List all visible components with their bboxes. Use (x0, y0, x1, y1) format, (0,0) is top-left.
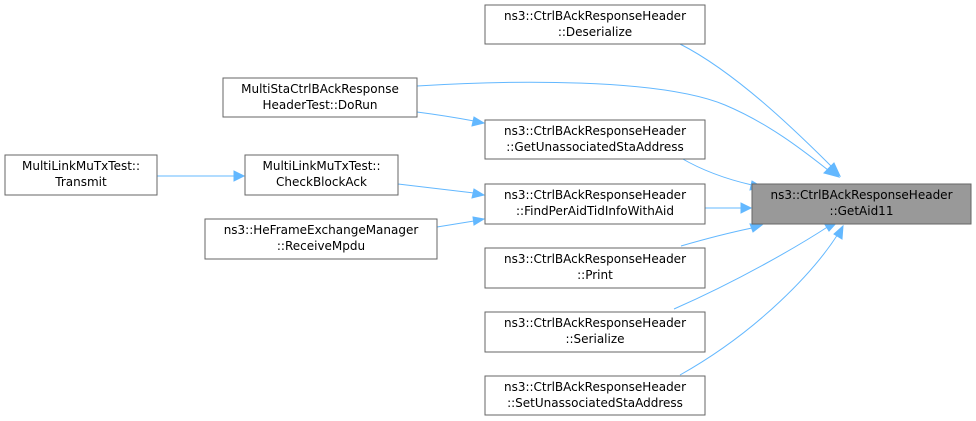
node-label-line-2: ::GetAid11 (830, 204, 894, 218)
node-label-line-1: ns3::CtrlBAckResponseHeader (504, 380, 686, 394)
node-label-line-2: Transmit (54, 175, 107, 189)
nodes: ns3::CtrlBAckResponseHeader ::GetAid11 n… (4, 4, 972, 416)
edge-transmit-to-check-block-ack (157, 170, 246, 182)
node-label-line-2: CheckBlockAck (276, 175, 367, 189)
edges (157, 43, 844, 376)
node-label-line-1: MultiStaCtrlBAckResponse (241, 82, 399, 96)
node-label-line-1: ns3::CtrlBAckResponseHeader (504, 252, 686, 266)
node-label-line-1: MultiLinkMuTxTest:: (22, 159, 140, 173)
node-label-line-2: HeaderTest::DoRun (262, 98, 377, 112)
node-label-line-2: ::SetUnassociatedStaAddress (507, 396, 683, 410)
edge-print-to-get-aid11 (680, 223, 764, 247)
node-label-line-1: ns3::CtrlBAckResponseHeader (504, 188, 686, 202)
edge-check-block-ack-to-find-per-aid-tid-info-with-aid (397, 183, 486, 199)
node-serialize[interactable]: ns3::CtrlBAckResponseHeader ::Serialize (484, 311, 706, 353)
node-print[interactable]: ns3::CtrlBAckResponseHeader ::Print (484, 247, 706, 289)
node-get-aid11[interactable]: ns3::CtrlBAckResponseHeader ::GetAid11 (751, 183, 972, 225)
edge-find-per-aid-tid-info-with-aid-to-get-aid11 (705, 202, 753, 214)
edge-receive-mpdu-to-find-per-aid-tid-info-with-aid (436, 216, 486, 228)
node-label-line-1: ns3::HeFrameExchangeManager (224, 223, 419, 237)
node-label-line-2: ::Print (577, 268, 613, 282)
node-transmit[interactable]: MultiLinkMuTxTest:: Transmit (4, 154, 158, 196)
node-deserialize[interactable]: ns3::CtrlBAckResponseHeader ::Deserializ… (484, 4, 706, 45)
node-label-line-1: ns3::CtrlBAckResponseHeader (770, 188, 952, 202)
node-label-line-2: ::ReceiveMpdu (277, 239, 365, 253)
node-multi-sta-do-run[interactable]: MultiStaCtrlBAckResponse HeaderTest::DoR… (222, 77, 418, 118)
node-label-line-1: MultiLinkMuTxTest:: (262, 159, 380, 173)
node-receive-mpdu[interactable]: ns3::HeFrameExchangeManager ::ReceiveMpd… (204, 218, 438, 260)
node-label-line-2: ::Deserialize (558, 25, 632, 39)
node-find-per-aid-tid-info-with-aid[interactable]: ns3::CtrlBAckResponseHeader ::FindPerAid… (484, 183, 706, 225)
node-label-line-2: ::GetUnassociatedStaAddress (506, 140, 684, 154)
node-label-line-2: ::Serialize (565, 332, 624, 346)
node-set-unassociated-sta-address[interactable]: ns3::CtrlBAckResponseHeader ::SetUnassoc… (484, 375, 706, 416)
edge-set-unassociated-sta-address-to-get-aid11 (679, 224, 844, 376)
node-label-line-2: ::FindPerAidTidInfoWithAid (516, 204, 674, 218)
edge-multi-sta-do-run-to-get-unassociated-sta-address (416, 111, 486, 127)
node-label-line-1: ns3::CtrlBAckResponseHeader (504, 124, 686, 138)
edge-multi-sta-do-run-to-get-aid11 (416, 81, 841, 178)
node-label-line-1: ns3::CtrlBAckResponseHeader (504, 316, 686, 330)
node-label-line-1: ns3::CtrlBAckResponseHeader (504, 9, 686, 23)
node-get-unassociated-sta-address[interactable]: ns3::CtrlBAckResponseHeader ::GetUnassoc… (484, 119, 706, 160)
node-check-block-ack[interactable]: MultiLinkMuTxTest:: CheckBlockAck (244, 154, 399, 196)
